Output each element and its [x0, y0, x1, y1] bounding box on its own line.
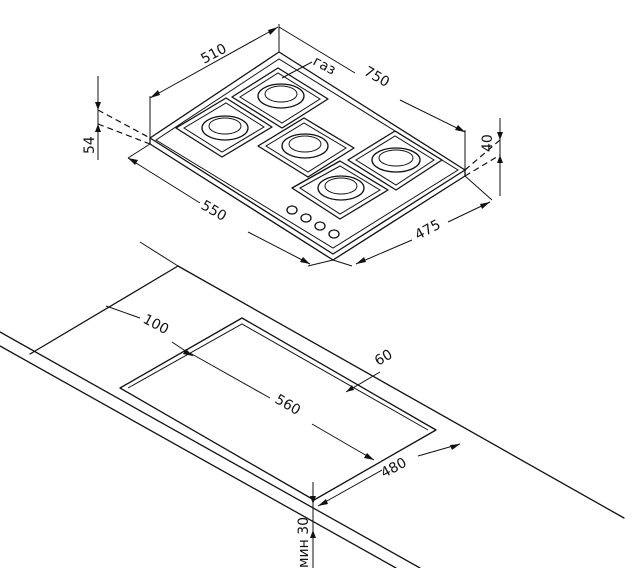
dim-line-550 — [127, 157, 201, 204]
dim-750-text: 750 — [361, 64, 392, 91]
dim-60-text: 60 — [372, 347, 395, 370]
dim-550-text: 550 — [198, 198, 229, 225]
dim-480-text: 480 — [378, 455, 409, 482]
countertop-back-edge — [29, 265, 179, 355]
dim-40-text: 40 — [480, 134, 496, 152]
dim-line-480 — [317, 469, 383, 507]
dim-line-560 — [189, 352, 271, 399]
hob-outline — [149, 51, 466, 255]
burner-front — [291, 160, 389, 220]
dim-510-text: 510 — [198, 41, 229, 68]
dim-100-text: 100 — [140, 311, 171, 338]
dim-line-750 — [278, 26, 356, 74]
dim-min30-text: мин 30 — [296, 517, 312, 568]
dim-560-text: 560 — [272, 392, 303, 419]
burner-center — [257, 117, 355, 178]
control-knobs — [286, 205, 340, 239]
hob-drawing: 510 750 газ 54 40 550 475 — [82, 24, 503, 267]
dim-475-text: 475 — [412, 217, 443, 244]
dim-line-100 — [105, 305, 141, 319]
hob-edge — [149, 137, 466, 261]
countertop-drawing: 100 60 560 480 мин 30 — [0, 241, 625, 568]
dim-line-510 — [149, 26, 279, 99]
cutout-opening — [119, 317, 437, 501]
dim-54-text: 54 — [82, 136, 98, 154]
burner-back — [231, 67, 329, 129]
burner-left — [175, 97, 273, 158]
burner-right — [347, 130, 443, 191]
hob-outline-inner — [155, 58, 459, 249]
countertop-front-edge — [0, 331, 421, 568]
gas-pointer — [281, 61, 313, 79]
dim-line-475 — [355, 239, 413, 265]
